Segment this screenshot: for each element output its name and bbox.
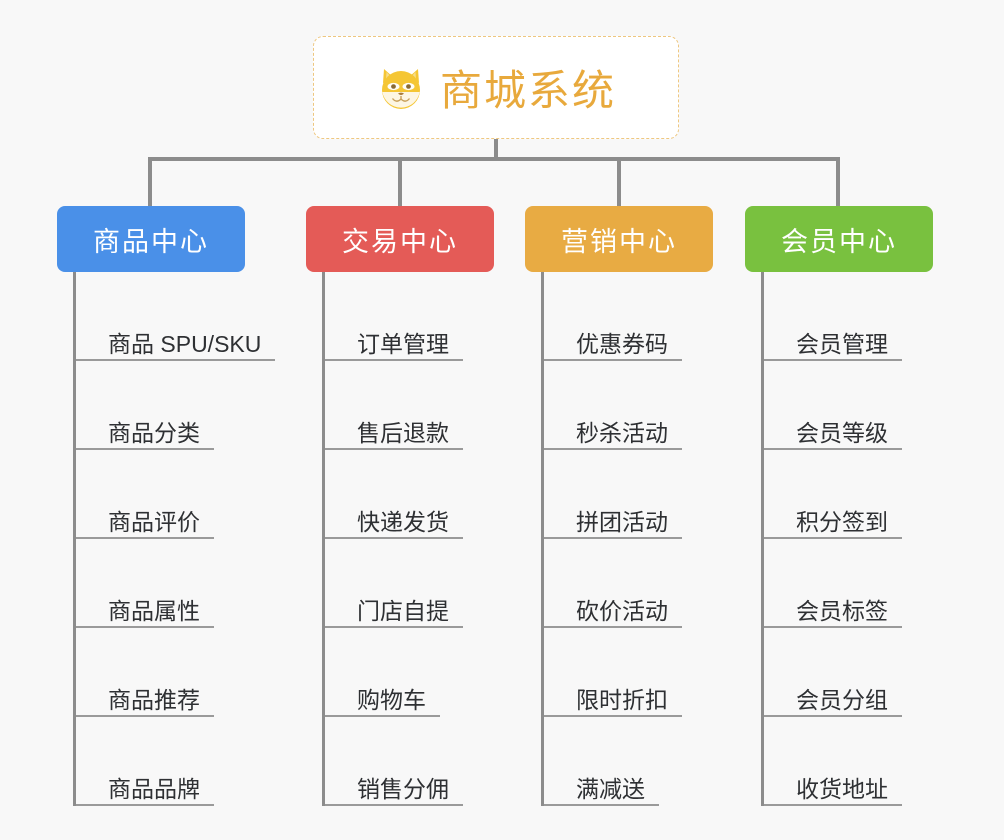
leaf-label: 积分签到 [796, 508, 888, 535]
leaf-label: 商品评价 [108, 508, 200, 535]
connector-drop-4 [836, 157, 840, 207]
leaf-label: 商品分类 [108, 419, 200, 446]
category-header-trade-center[interactable]: 交易中心 [306, 206, 494, 272]
connector-drop-1 [148, 157, 152, 207]
leaf-label: 会员管理 [796, 330, 888, 357]
connector-drop-3 [617, 157, 621, 207]
leaf-label: 快递发货 [357, 508, 449, 535]
leaf-item[interactable]: 快递发货 [325, 450, 494, 539]
leaf-label: 会员分组 [796, 686, 888, 713]
leaf-item[interactable]: 收货地址 [764, 717, 933, 806]
leaf-item[interactable]: 会员标签 [764, 539, 933, 628]
root-node-title: 商城系统 [439, 67, 616, 114]
leaf-label: 拼团活动 [576, 508, 668, 535]
category-column-member-center: 会员中心 会员管理 会员等级 积分签到 会员标签 会员分组 收货地址 [745, 206, 933, 806]
leaf-item[interactable]: 会员等级 [764, 361, 933, 450]
category-column-marketing-center: 营销中心 优惠券码 秒杀活动 拼团活动 砍价活动 限时折扣 满减送 [525, 206, 713, 806]
leaf-item[interactable]: 销售分佣 [325, 717, 494, 806]
category-header-marketing-center[interactable]: 营销中心 [525, 206, 713, 272]
leaf-label: 商品品牌 [108, 775, 200, 802]
leaf-item[interactable]: 砍价活动 [544, 539, 713, 628]
leaf-item[interactable]: 门店自提 [325, 539, 494, 628]
leaf-list-trade-center: 订单管理 售后退款 快递发货 门店自提 购物车 销售分佣 [322, 272, 494, 806]
leaf-list-product-center: 商品 SPU/SKU 商品分类 商品评价 商品属性 商品推荐 商品品牌 [73, 272, 275, 806]
leaf-item[interactable]: 限时折扣 [544, 628, 713, 717]
leaf-list-marketing-center: 优惠券码 秒杀活动 拼团活动 砍价活动 限时折扣 满减送 [541, 272, 713, 806]
connector-drop-2 [398, 157, 402, 207]
leaf-label: 会员等级 [796, 419, 888, 446]
category-header-member-center[interactable]: 会员中心 [745, 206, 933, 272]
leaf-item[interactable]: 商品分类 [76, 361, 245, 450]
leaf-label: 商品推荐 [108, 686, 200, 713]
leaf-item[interactable]: 积分签到 [764, 450, 933, 539]
leaf-item[interactable]: 会员分组 [764, 628, 933, 717]
leaf-item[interactable]: 商品属性 [76, 539, 245, 628]
leaf-item[interactable]: 商品品牌 [76, 717, 245, 806]
leaf-item[interactable]: 购物车 [325, 628, 494, 717]
connector-horizontal-bus [148, 157, 840, 161]
leaf-label: 售后退款 [357, 419, 449, 446]
leaf-item[interactable]: 售后退款 [325, 361, 494, 450]
leaf-item[interactable]: 商品评价 [76, 450, 245, 539]
leaf-label: 商品属性 [108, 597, 200, 624]
leaf-item[interactable]: 会员管理 [764, 272, 933, 361]
leaf-item[interactable]: 订单管理 [325, 272, 494, 361]
leaf-item[interactable]: 满减送 [544, 717, 713, 806]
category-header-product-center[interactable]: 商品中心 [57, 206, 245, 272]
leaf-item[interactable]: 商品 SPU/SKU [76, 272, 275, 361]
leaf-label: 购物车 [357, 686, 426, 713]
leaf-label: 商品 SPU/SKU [108, 330, 262, 357]
leaf-label: 秒杀活动 [576, 419, 668, 446]
category-title: 交易中心 [342, 226, 458, 257]
leaf-item[interactable]: 商品推荐 [76, 628, 245, 717]
leaf-label: 销售分佣 [357, 775, 449, 802]
leaf-label: 优惠券码 [576, 330, 668, 357]
connector-root-stem [494, 139, 498, 159]
leaf-label: 砍价活动 [576, 597, 668, 624]
category-title: 营销中心 [561, 226, 677, 257]
category-title: 商品中心 [93, 226, 209, 257]
leaf-item[interactable]: 优惠券码 [544, 272, 713, 361]
leaf-label: 限时折扣 [576, 686, 668, 713]
leaf-list-member-center: 会员管理 会员等级 积分签到 会员标签 会员分组 收货地址 [761, 272, 933, 806]
leaf-label: 订单管理 [357, 330, 449, 357]
leaf-label: 收货地址 [796, 775, 888, 802]
category-column-trade-center: 交易中心 订单管理 售后退款 快递发货 门店自提 购物车 销售分佣 [306, 206, 494, 806]
shiba-dog-icon [376, 63, 426, 113]
leaf-item[interactable]: 秒杀活动 [544, 361, 713, 450]
leaf-label: 门店自提 [357, 597, 449, 624]
leaf-item[interactable]: 拼团活动 [544, 450, 713, 539]
category-column-product-center: 商品中心 商品 SPU/SKU 商品分类 商品评价 商品属性 商品推荐 商品品牌 [57, 206, 275, 806]
category-title: 会员中心 [781, 226, 897, 257]
leaf-label: 会员标签 [796, 597, 888, 624]
root-node-shop-system[interactable]: 商城系统 [313, 36, 679, 139]
leaf-label: 满减送 [576, 775, 645, 802]
